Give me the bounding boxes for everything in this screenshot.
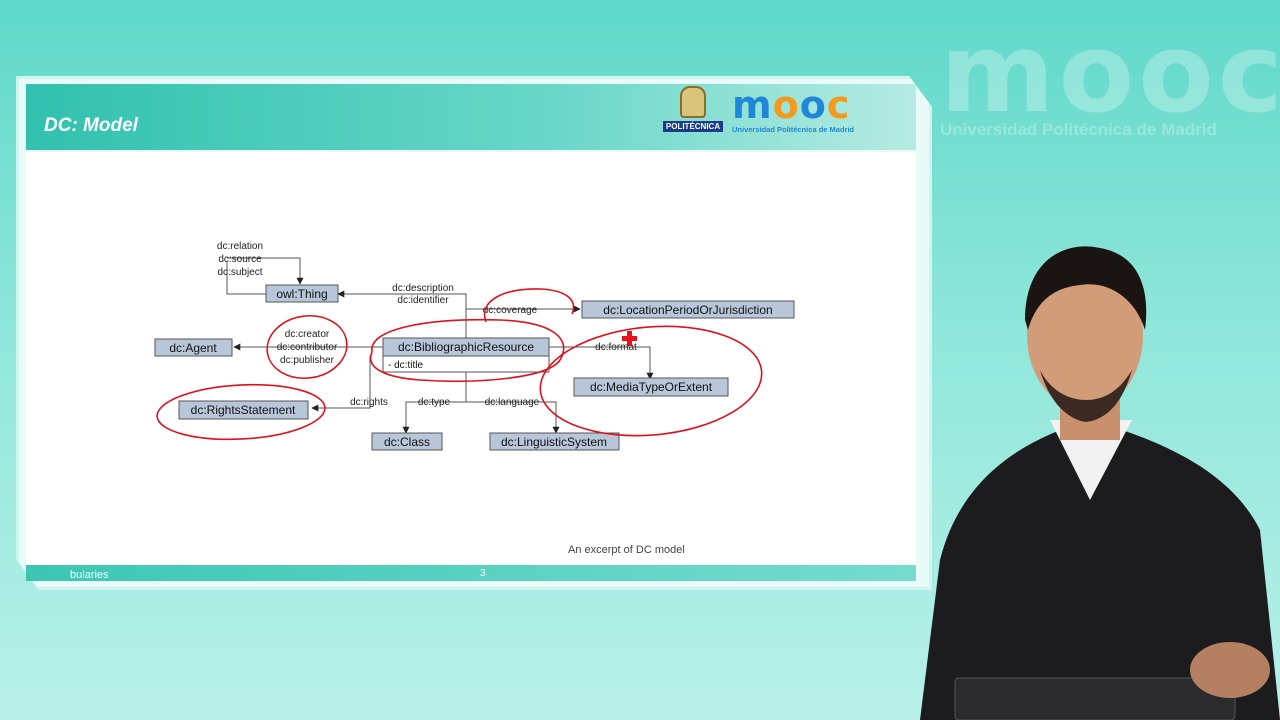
presenter-beard xyxy=(1040,370,1132,422)
property-identifier: dc:identifier xyxy=(397,295,449,306)
arrow-to-class xyxy=(402,401,466,434)
property-relation: dc:relation xyxy=(217,241,263,252)
slide-footer-bar xyxy=(26,565,916,581)
annotation-circle-rights xyxy=(156,383,326,441)
property-type: dc:type xyxy=(418,397,451,408)
property-subject: dc:subject xyxy=(217,267,262,278)
annotation-arc-coverage xyxy=(483,288,575,323)
property-publisher: dc:publisher xyxy=(280,355,335,366)
class-owl-thing-box: owl:Thing xyxy=(265,284,339,303)
class-linguistic-box: dc:LinguisticSystem xyxy=(489,432,620,451)
presenter-face xyxy=(1027,260,1143,410)
mooc-logo-word: mooc xyxy=(732,83,851,127)
slide-header xyxy=(26,84,916,150)
property-labels: dc:relation dc:source dc:subject dc:desc… xyxy=(217,241,637,408)
presenter-sweater xyxy=(920,420,1280,720)
class-agent: dc:Agent xyxy=(169,341,217,355)
background-mooc-watermark: mooc Universidad Politécnica de Madrid xyxy=(940,9,1280,148)
slide-caption: An excerpt of DC model xyxy=(568,544,685,556)
class-linguistic-system: dc:LinguisticSystem xyxy=(501,435,607,449)
mooc-logo: mooc Universidad Politécnica de Madrid xyxy=(732,86,868,134)
class-location-period: dc:LocationPeriodOrJurisdiction xyxy=(603,303,772,317)
class-media-type: dc:MediaTypeOrExtent xyxy=(590,380,713,394)
class-agent-box: dc:Agent xyxy=(154,338,233,357)
hand-annotations xyxy=(156,288,763,441)
class-rights-box: dc:RightsStatement xyxy=(178,400,309,420)
slide-footer-left-text: bularies xyxy=(70,569,109,581)
class-owl-thing: owl:Thing xyxy=(276,287,327,301)
property-language: dc:language xyxy=(485,397,540,408)
class-rights-statement: dc:RightsStatement xyxy=(191,403,296,417)
upm-logo-label: POLITÉCNICA xyxy=(662,121,724,132)
connector-owl-thing-left xyxy=(226,262,266,295)
diagram-connectors xyxy=(226,257,654,434)
annotation-circle-agents xyxy=(266,315,348,379)
presenter-figure xyxy=(920,246,1280,720)
class-dc-class-box: dc:Class xyxy=(371,432,443,451)
property-coverage: dc:coverage xyxy=(483,305,538,316)
arrow-to-location xyxy=(465,305,581,338)
upm-logo: POLITÉCNICA xyxy=(662,86,724,134)
property-source: dc:source xyxy=(218,254,262,265)
presenter-hair xyxy=(1025,246,1147,330)
laptop-screen xyxy=(954,677,1236,720)
upm-crest-icon xyxy=(680,86,706,118)
slide-page-number: 3 xyxy=(480,568,486,579)
class-media-type-box: dc:MediaTypeOrExtent xyxy=(573,377,729,397)
background-mooc-word: mooc xyxy=(940,9,1280,137)
annotation-circle-resource xyxy=(369,318,565,382)
arrow-to-media-type xyxy=(549,346,654,380)
background-mooc-subtitle: Universidad Politécnica de Madrid xyxy=(940,120,1217,139)
property-creator: dc:creator xyxy=(285,329,330,340)
arrow-to-linguistic xyxy=(466,401,560,434)
property-format: dc:format xyxy=(595,342,637,353)
slide-title: DC: Model xyxy=(44,115,138,136)
attribute-dc-title: - dc:title xyxy=(388,360,423,371)
class-location-box: dc:LocationPeriodOrJurisdiction xyxy=(581,300,795,319)
presenter-hand xyxy=(1190,642,1270,698)
mooc-logo-subtitle: Universidad Politécnica de Madrid xyxy=(732,125,855,134)
property-contributor: dc:contributor xyxy=(277,342,338,353)
property-description: dc:description xyxy=(392,283,454,294)
class-bibliographic-resource: dc:BibliographicResource xyxy=(398,340,534,354)
class-dc-class: dc:Class xyxy=(384,435,430,449)
class-bibliographic-resource-box: dc:BibliographicResource - dc:title xyxy=(382,337,550,373)
red-cross-cursor-icon xyxy=(622,331,637,346)
arrow-to-rights xyxy=(311,356,371,412)
annotation-circle-media-type xyxy=(539,325,763,437)
property-rights: dc:rights xyxy=(350,397,388,408)
